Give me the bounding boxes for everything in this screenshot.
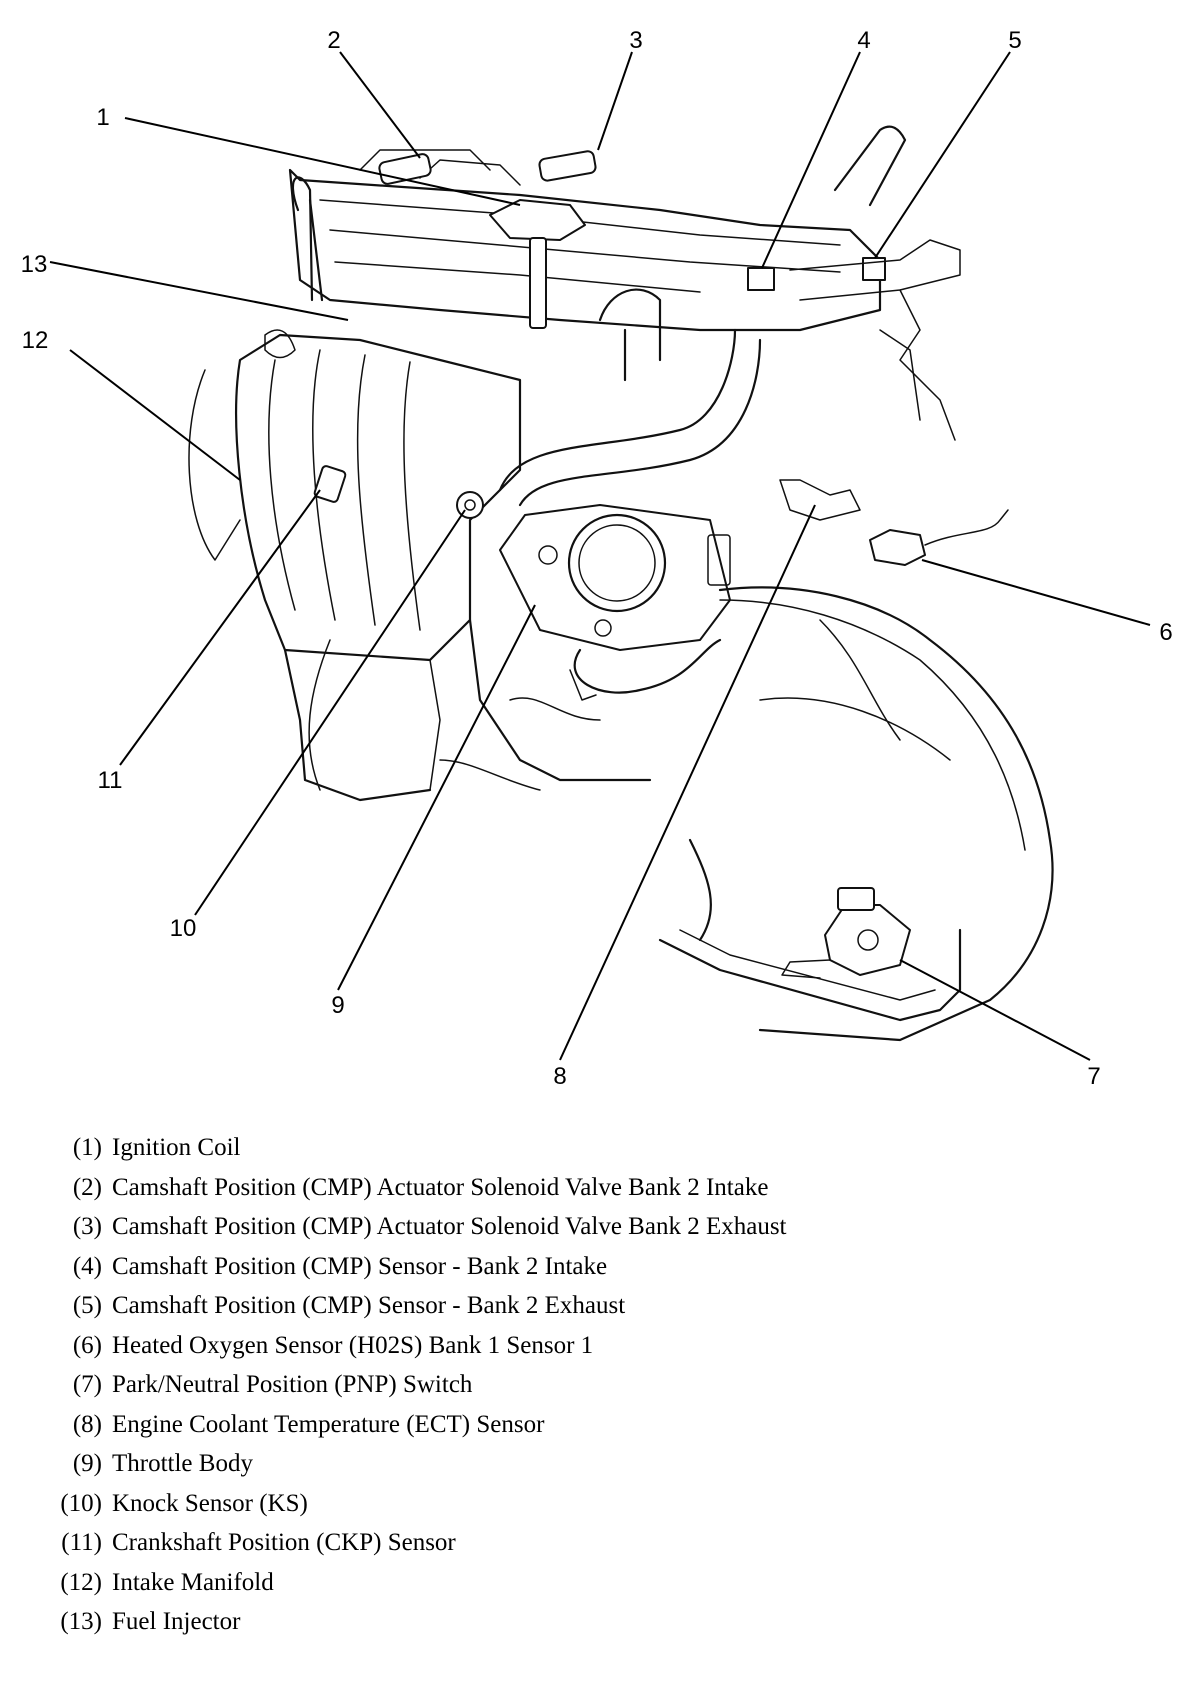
legend-number: (5): [72, 1292, 102, 1319]
callout-5: 5: [1008, 27, 1021, 54]
legend-item: (10) Knock Sensor (KS): [48, 1484, 1148, 1524]
callout-2: 2: [327, 27, 340, 54]
legend-number: (1): [72, 1134, 102, 1161]
legend-text: Fuel Injector: [112, 1608, 241, 1635]
legend-number: (13): [60, 1608, 102, 1635]
legend-number: (8): [72, 1410, 102, 1438]
legend-item: (3) Camshaft Position (CMP) Actuator Sole…: [48, 1207, 1148, 1247]
leader-lines: [49, 51, 1151, 1061]
leader-line-7: [899, 959, 1091, 1061]
leader-line-8: [559, 504, 816, 1061]
callout-11: 11: [98, 767, 123, 794]
leader-line-6: [921, 559, 1151, 626]
legend-number: (7): [72, 1371, 102, 1398]
legend-text: Ignition Coil: [112, 1134, 241, 1161]
component-legend: (1) Ignition Coil (2) Camshaft Position (C…: [48, 1128, 1148, 1642]
legend-item: (7) Park/Neutral Position (PNP) Switch: [48, 1365, 1148, 1405]
engine-component-diagram: 1 2 3 4 5 6 7 8 9 10 11 12 13: [21, 27, 1173, 1090]
callout-9: 9: [331, 992, 344, 1019]
leader-line-5: [874, 51, 1011, 259]
legend-text: Camshaft Position (CMP) Sensor - Bank 2 …: [112, 1292, 626, 1319]
leader-line-1: [124, 117, 521, 206]
legend-text: Camshaft Position (CMP) Actuator Solenoi…: [112, 1173, 769, 1201]
callout-3: 3: [629, 27, 642, 54]
leader-line-12: [69, 349, 241, 481]
legend-number: (10): [60, 1489, 102, 1517]
legend-number: (9): [72, 1450, 102, 1477]
callout-1: 1: [96, 104, 109, 131]
leader-line-4: [761, 51, 861, 269]
callout-7: 7: [1087, 1063, 1100, 1090]
legend-text: Camshaft Position (CMP) Actuator Solenoi…: [112, 1213, 787, 1240]
legend-text: Throttle Body: [112, 1450, 253, 1477]
callout-12: 12: [22, 327, 49, 354]
leader-line-3: [597, 51, 633, 151]
leader-line-10: [194, 509, 466, 916]
leader-line-9: [337, 604, 536, 991]
leader-line-13: [49, 261, 349, 321]
legend-text: Camshaft Position (CMP) Sensor - Bank 2 …: [112, 1252, 608, 1280]
legend-text: Intake Manifold: [112, 1568, 274, 1596]
legend-number: (12): [60, 1568, 102, 1596]
callout-4: 4: [857, 27, 870, 54]
legend-text: Engine Coolant Temperature (ECT) Sensor: [112, 1410, 545, 1438]
legend-number: (3): [72, 1213, 102, 1240]
legend-text: Crankshaft Position (CKP) Sensor: [112, 1529, 456, 1556]
legend-item: (1) Ignition Coil: [48, 1128, 1148, 1168]
leader-line-2: [339, 51, 421, 159]
callout-10: 10: [170, 915, 197, 942]
legend-number: (2): [72, 1173, 102, 1201]
legend-item: (9) Throttle Body: [48, 1444, 1148, 1484]
legend-item: (6) Heated Oxygen Sensor (H02S) Bank 1 Se…: [48, 1326, 1148, 1366]
legend-item: (5) Camshaft Position (CMP) Sensor - Bank…: [48, 1286, 1148, 1326]
legend-text: Heated Oxygen Sensor (H02S) Bank 1 Senso…: [112, 1331, 594, 1359]
legend-item: (2) Camshaft Position (CMP) Actuator Sole…: [48, 1168, 1148, 1208]
callout-labels: 1 2 3 4 5 6 7 8 9 10 11 12 13: [21, 27, 1173, 1090]
callout-8: 8: [553, 1063, 566, 1090]
legend-item: (4) Camshaft Position (CMP) Sensor - Bank…: [48, 1247, 1148, 1287]
leader-line-11: [119, 489, 321, 766]
legend-number: (4): [72, 1252, 102, 1280]
callout-13: 13: [21, 251, 48, 278]
legend-item: (8) Engine Coolant Temperature (ECT) Sens…: [48, 1405, 1148, 1445]
legend-item: (13) Fuel Injector: [48, 1602, 1148, 1642]
legend-item: (12) Intake Manifold: [48, 1563, 1148, 1603]
engine-illustration: [188, 125, 1054, 1042]
legend-item: (11) Crankshaft Position (CKP) Sensor: [48, 1523, 1148, 1563]
legend-number: (6): [72, 1331, 102, 1359]
legend-number: (11): [61, 1529, 102, 1556]
legend-text: Park/Neutral Position (PNP) Switch: [112, 1371, 473, 1398]
callout-6: 6: [1159, 619, 1172, 646]
legend-text: Knock Sensor (KS): [112, 1489, 308, 1517]
